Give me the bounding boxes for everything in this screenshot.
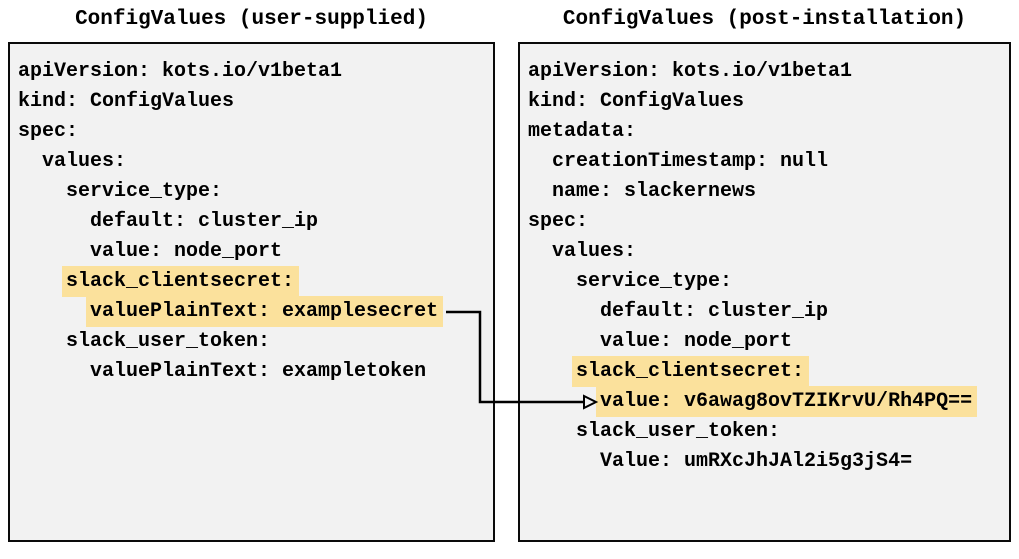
- yaml-line: spec:: [528, 207, 1003, 237]
- yaml-text: kind: ConfigValues: [18, 90, 235, 113]
- yaml-text-highlighted: slack_clientsecret:: [572, 356, 810, 387]
- yaml-indent: [528, 360, 576, 383]
- yaml-line: default: cluster_ip: [18, 207, 487, 237]
- yaml-text: service_type:: [66, 180, 223, 203]
- yaml-text: metadata:: [528, 120, 637, 143]
- yaml-text: apiVersion: kots.io/v1beta1: [528, 60, 853, 83]
- yaml-indent: [528, 390, 600, 413]
- yaml-indent: [18, 180, 66, 203]
- yaml-indent: [528, 270, 576, 293]
- yaml-text: valuePlainText: exampletoken: [90, 360, 427, 383]
- yaml-text: Value: umRXcJhJAl2i5g3jS4=: [600, 450, 913, 473]
- yaml-line: default: cluster_ip: [528, 297, 1003, 327]
- yaml-line: apiVersion: kots.io/v1beta1: [528, 57, 1003, 87]
- yaml-text: spec:: [18, 120, 79, 143]
- yaml-indent: [528, 450, 600, 473]
- yaml-text: creationTimestamp: null: [552, 150, 829, 173]
- yaml-line: slack_clientsecret:: [528, 356, 1003, 387]
- yaml-line: spec:: [18, 117, 487, 147]
- yaml-line: service_type:: [18, 177, 487, 207]
- yaml-indent: [18, 360, 90, 383]
- yaml-line: kind: ConfigValues: [18, 87, 487, 117]
- yaml-text-highlighted: slack_clientsecret:: [62, 266, 300, 297]
- yaml-text: values:: [42, 150, 127, 173]
- yaml-line: Value: umRXcJhJAl2i5g3jS4=: [528, 447, 1003, 477]
- yaml-indent: [18, 330, 66, 353]
- yaml-text-highlighted: valuePlainText: examplesecret: [86, 296, 444, 327]
- yaml-text-highlighted: value: v6awag8ovTZIKrvU/Rh4PQ==: [596, 386, 978, 417]
- yaml-line: slack_user_token:: [18, 327, 487, 357]
- yaml-line: slack_user_token:: [528, 417, 1003, 447]
- user-supplied-config-panel: apiVersion: kots.io/v1beta1 kind: ConfigV…: [8, 42, 495, 542]
- yaml-text: slack_user_token:: [576, 420, 781, 443]
- yaml-text: kind: ConfigValues: [528, 90, 745, 113]
- yaml-indent: [18, 210, 90, 233]
- yaml-text: values:: [552, 240, 637, 263]
- right-panel-lines: apiVersion: kots.io/v1beta1 kind: ConfigV…: [528, 57, 1003, 477]
- yaml-text: value: node_port: [600, 330, 793, 353]
- yaml-text: apiVersion: kots.io/v1beta1: [18, 60, 343, 83]
- yaml-indent: [18, 300, 90, 323]
- yaml-indent: [528, 420, 576, 443]
- yaml-text: default: cluster_ip: [600, 300, 829, 323]
- yaml-line: valuePlainText: examplesecret: [18, 296, 487, 327]
- yaml-line: value: v6awag8ovTZIKrvU/Rh4PQ==: [528, 386, 1003, 417]
- yaml-indent: [528, 330, 600, 353]
- yaml-line: slack_clientsecret:: [18, 266, 487, 297]
- right-panel-title: ConfigValues (post-installation): [562, 8, 967, 31]
- yaml-indent: [18, 270, 66, 293]
- yaml-line: apiVersion: kots.io/v1beta1: [18, 57, 487, 87]
- yaml-indent: [18, 240, 90, 263]
- yaml-line: valuePlainText: exampletoken: [18, 357, 487, 387]
- yaml-indent: [528, 300, 600, 323]
- yaml-text: default: cluster_ip: [90, 210, 319, 233]
- yaml-line: value: node_port: [528, 327, 1003, 357]
- yaml-line: metadata:: [528, 117, 1003, 147]
- yaml-line: service_type:: [528, 267, 1003, 297]
- yaml-line: creationTimestamp: null: [528, 147, 1003, 177]
- yaml-line: values:: [528, 237, 1003, 267]
- yaml-line: values:: [18, 147, 487, 177]
- yaml-text: spec:: [528, 210, 589, 233]
- yaml-text: service_type:: [576, 270, 733, 293]
- post-installation-config-panel: apiVersion: kots.io/v1beta1 kind: ConfigV…: [518, 42, 1011, 542]
- yaml-indent: [18, 150, 42, 173]
- yaml-text: value: node_port: [90, 240, 283, 263]
- yaml-text: name: slackernews: [552, 180, 757, 203]
- yaml-indent: [528, 150, 552, 173]
- yaml-line: name: slackernews: [528, 177, 1003, 207]
- yaml-indent: [528, 180, 552, 203]
- yaml-line: kind: ConfigValues: [528, 87, 1003, 117]
- yaml-text: slack_user_token:: [66, 330, 271, 353]
- yaml-line: value: node_port: [18, 237, 487, 267]
- yaml-indent: [528, 240, 552, 263]
- left-panel-lines: apiVersion: kots.io/v1beta1 kind: ConfigV…: [18, 57, 487, 387]
- left-panel-title: ConfigValues (user-supplied): [75, 8, 428, 31]
